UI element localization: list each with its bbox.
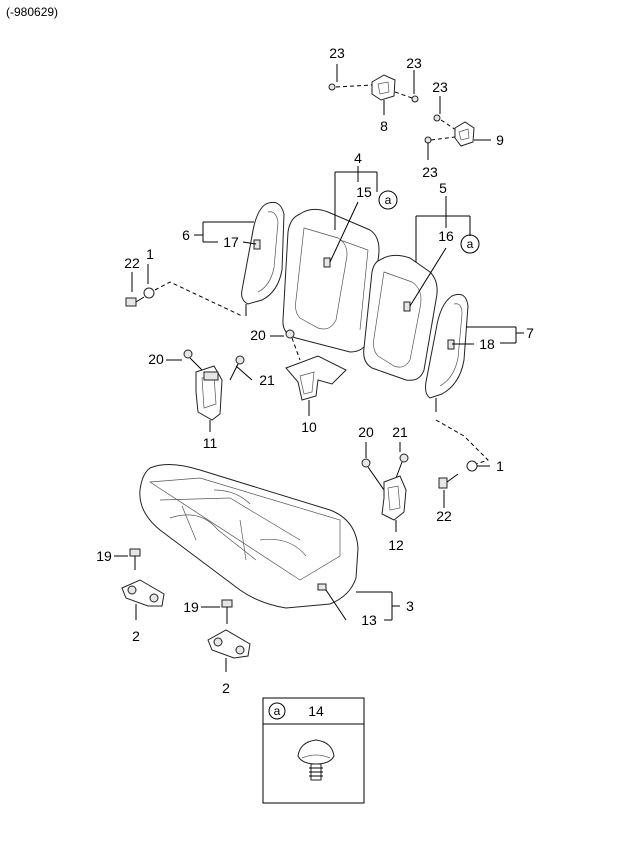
- bracket-8: [371, 74, 396, 101]
- clip-14-icon: [297, 739, 335, 781]
- callout-23-c: 23: [432, 79, 448, 95]
- callout-19-a: 19: [96, 548, 112, 564]
- callout-11: 11: [203, 435, 218, 451]
- callout-2-a: 2: [132, 628, 140, 644]
- callout-21-a: 21: [259, 372, 275, 388]
- callout-12: 12: [388, 537, 404, 553]
- callout-16: 16: [438, 228, 454, 244]
- latch-2-a: [121, 579, 165, 607]
- callout-18: 18: [479, 336, 495, 352]
- bracket-9-group: [424, 96, 491, 160]
- callout-10: 10: [301, 419, 317, 435]
- hinge-12: [381, 475, 407, 521]
- callout-1-a: 1: [146, 246, 154, 262]
- bracket-8-group: [328, 64, 419, 115]
- callout-2-b: 2: [222, 680, 230, 696]
- bracket-9: [454, 121, 475, 147]
- diagram-code: (-980629): [6, 5, 59, 19]
- callout-20-a: 20: [148, 351, 164, 367]
- callout-15: 15: [356, 184, 372, 200]
- callout-23-b: 23: [406, 55, 422, 71]
- callout-23-d: 23: [422, 164, 438, 180]
- callout-19-b: 19: [183, 599, 199, 615]
- washer-1-a: [143, 287, 155, 299]
- callout-4: 4: [354, 150, 362, 166]
- bolt-20-c: [361, 458, 371, 468]
- callout-1-b: 1: [496, 458, 504, 474]
- legend-box: a 14: [262, 697, 365, 804]
- bolt-19-a: [129, 548, 141, 570]
- callout-20-b: 20: [250, 327, 266, 343]
- washer-1-b: [466, 460, 478, 472]
- callout-7: 7: [526, 325, 534, 341]
- latch-2-b: [207, 629, 251, 659]
- hinge-11: [195, 365, 223, 421]
- callout-22-b: 22: [436, 508, 452, 524]
- callout-20-c: 20: [358, 424, 374, 440]
- marker-a-label-2: a: [467, 237, 474, 251]
- seat-back-5: [363, 254, 438, 381]
- callout-21-b: 21: [392, 424, 408, 440]
- callout-5: 5: [439, 180, 447, 196]
- callout-3: 3: [406, 598, 414, 614]
- hinge-10: [285, 355, 347, 401]
- bolt-21-a: [235, 355, 245, 365]
- legend-marker-a: [268, 702, 286, 720]
- side-bolster-7: [425, 293, 469, 412]
- callout-22-a: 22: [124, 255, 140, 271]
- bolt-21-b: [399, 453, 409, 463]
- callout-23-a: 23: [329, 45, 345, 61]
- callout-17: 17: [223, 234, 239, 250]
- marker-a-2: [460, 234, 480, 254]
- marker-a-1: [378, 190, 398, 210]
- seat-cushion-3: [139, 464, 359, 609]
- legend-part-number: 14: [308, 703, 324, 719]
- bolt-19-b: [221, 599, 233, 624]
- bolt-20-b: [285, 329, 295, 339]
- callout-6: 6: [182, 227, 190, 243]
- bolt-22-b: [438, 473, 459, 489]
- callout-13: 13: [361, 612, 377, 628]
- marker-a-label-1: a: [385, 193, 392, 207]
- side-bolster-6: [241, 201, 285, 316]
- legend-marker-label: a: [274, 704, 281, 718]
- seat-back-4: [282, 208, 380, 353]
- callout-9: 9: [496, 132, 504, 148]
- bolt-20-a: [183, 349, 193, 359]
- callout-8: 8: [380, 118, 388, 134]
- bolt-22-a: [125, 296, 145, 307]
